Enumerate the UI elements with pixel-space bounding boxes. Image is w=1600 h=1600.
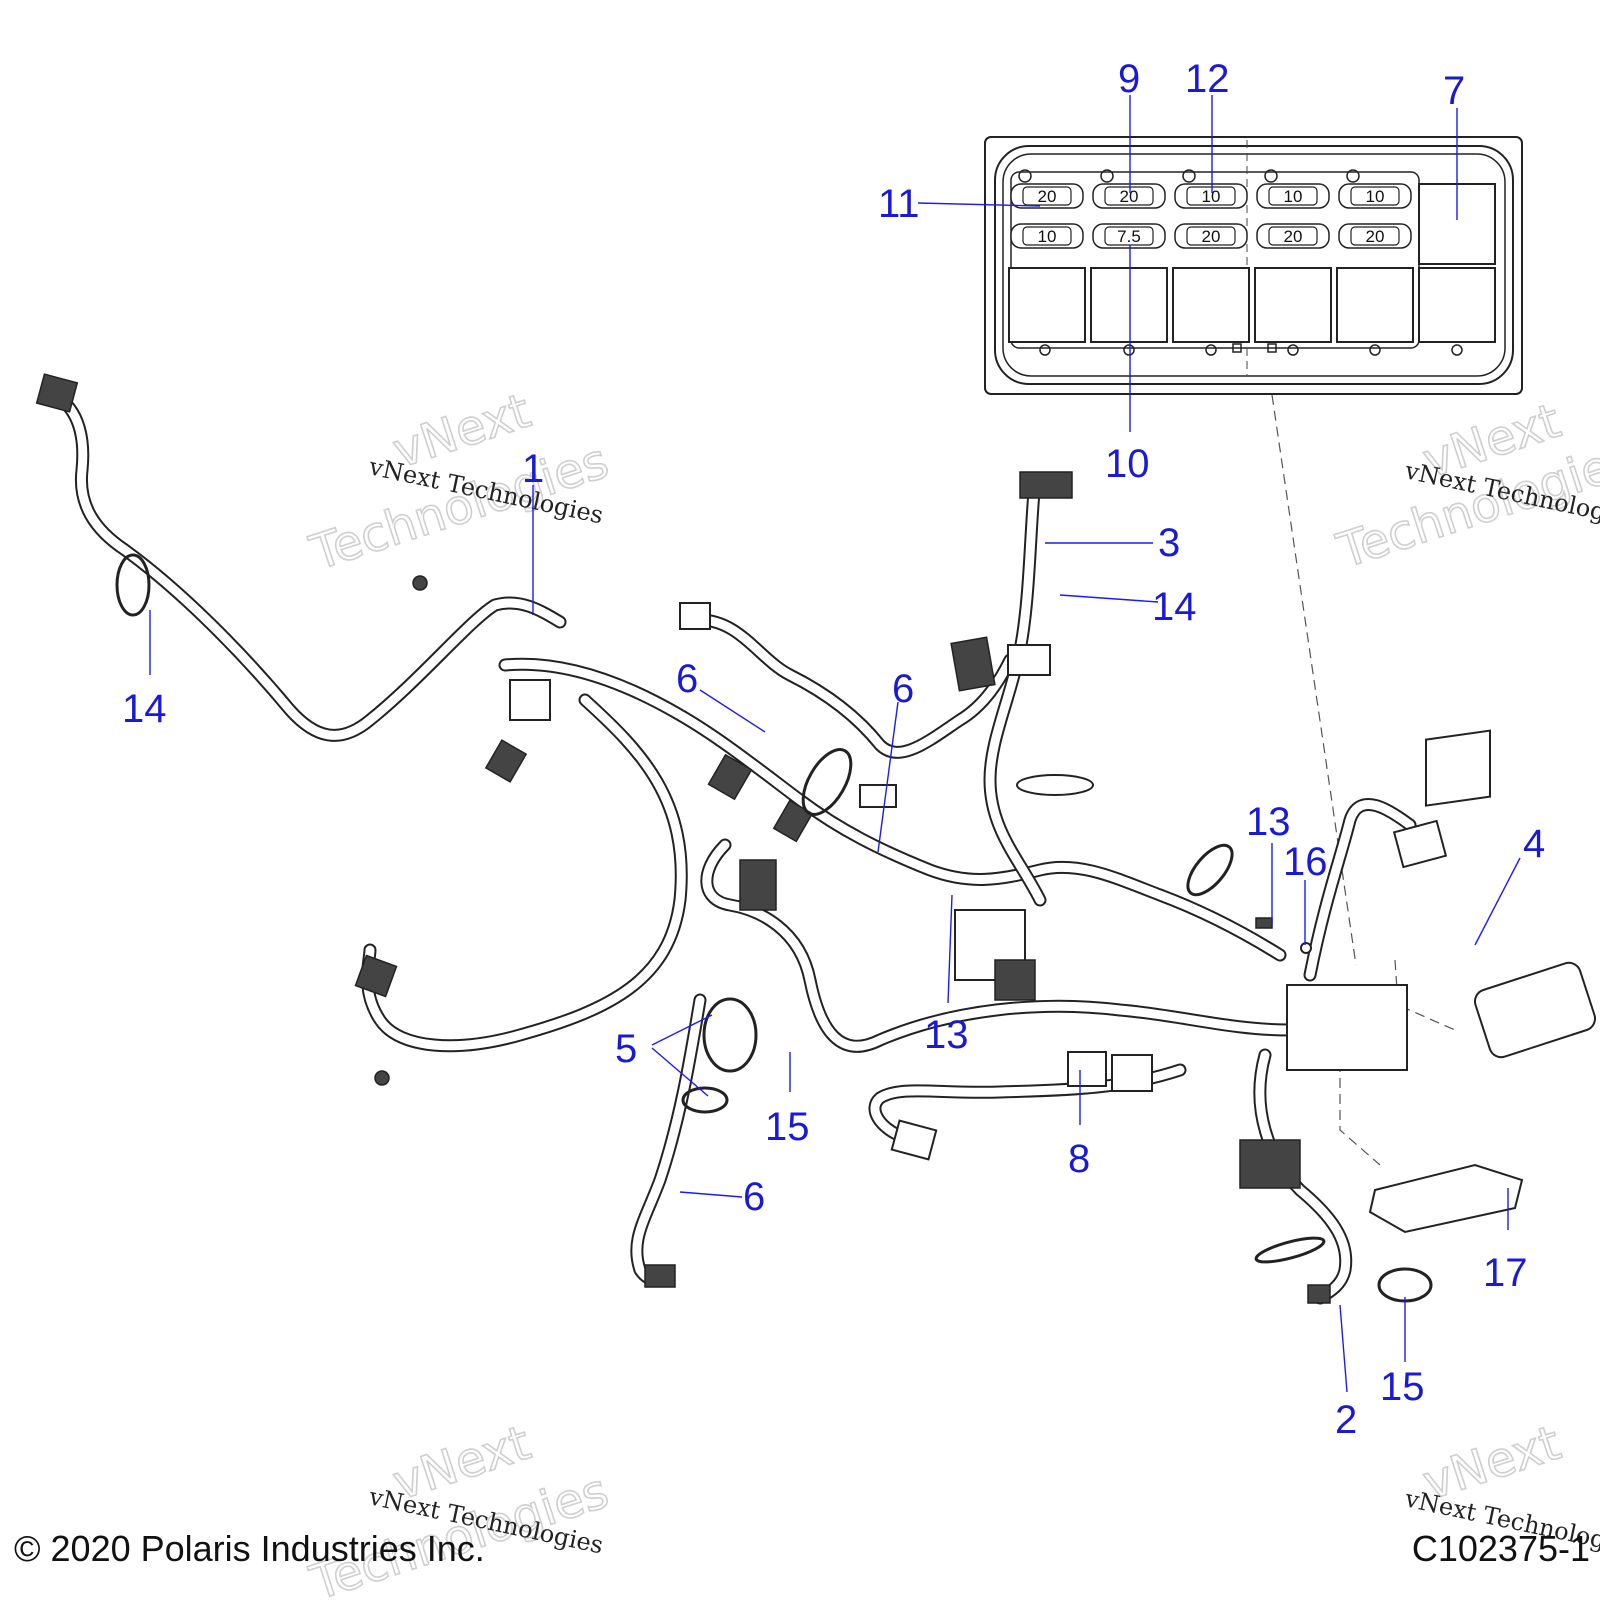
callout-labels: 9 12 7 11 10 1 3 14 14 6 6 13 16 4 13 5 …	[122, 57, 1545, 1442]
callout-15: 15	[1380, 1365, 1425, 1409]
callout-6: 6	[892, 667, 914, 711]
fuse	[1022, 226, 1072, 246]
watermark-top-left: vNext Technologies vNext Technologies	[303, 382, 616, 583]
copyright-notice: © 2020 Polaris Industries Inc.	[14, 1528, 485, 1569]
fuse	[1186, 186, 1236, 206]
fuse-rating-label: 10	[1038, 227, 1057, 246]
watermark-top-right: vNext Technologies vNext Technologies	[1330, 392, 1600, 581]
callout-7: 7	[1443, 69, 1465, 113]
fuse	[1350, 186, 1400, 206]
callout-2: 2	[1335, 1398, 1357, 1442]
fuse-box-detail: 20 20 10 10 10 10 7.5 20 20 20	[984, 136, 1523, 395]
callout-12: 12	[1185, 57, 1230, 101]
fuse-rating-label: 20	[1120, 187, 1139, 206]
fuse-rating-label: 10	[1366, 187, 1385, 206]
leader-lines	[149, 95, 1521, 1393]
fuse-rating-label: 10	[1284, 187, 1303, 206]
fuse-clip	[1100, 169, 1114, 183]
fuse-clip	[1264, 169, 1278, 183]
fuse	[1022, 186, 1072, 206]
fuse	[1350, 226, 1400, 246]
callout-5: 5	[615, 1027, 637, 1071]
fuse	[1268, 226, 1318, 246]
callout-4: 4	[1523, 822, 1545, 866]
fuse	[1268, 186, 1318, 206]
callout-11: 11	[878, 182, 920, 226]
relay-block-row	[1008, 183, 1496, 343]
callout-17: 17	[1483, 1251, 1528, 1295]
callout-6: 6	[676, 657, 698, 701]
fuse-rating-label: 20	[1038, 187, 1057, 206]
callout-16: 16	[1283, 840, 1328, 884]
drawing-number: C102375-1	[1411, 1528, 1590, 1569]
fuse	[1104, 226, 1154, 246]
callout-14: 14	[1152, 585, 1197, 629]
callout-3: 3	[1158, 521, 1180, 565]
callout-10: 10	[1105, 442, 1150, 486]
harness-fuse-box	[1286, 984, 1408, 1071]
callout-14: 14	[122, 687, 167, 731]
fuse-clip	[1182, 169, 1196, 183]
main-wiring-harness	[48, 388, 1417, 1305]
fuse-rating-label: 20	[1284, 227, 1303, 246]
fuse-row-bottom: 10 7.5 20 20 20	[1010, 223, 1412, 249]
fuse-clip	[1018, 169, 1032, 183]
harness-connectors	[35, 373, 1597, 1304]
callout-15: 15	[765, 1105, 810, 1149]
callout-9: 9	[1118, 57, 1140, 101]
watermark-bottom-left: vNext Technologies vNext Technologies	[303, 1414, 616, 1600]
fuse-rating-label: 7.5	[1117, 227, 1141, 246]
callout-8: 8	[1068, 1137, 1090, 1181]
callout-13: 13	[1246, 800, 1291, 844]
fuse-rating-label: 20	[1366, 227, 1385, 246]
fuse-rating-label: 10	[1202, 187, 1221, 206]
callout-1: 1	[522, 447, 544, 491]
callout-6: 6	[743, 1175, 765, 1219]
callout-13: 13	[924, 1013, 969, 1057]
fuse-clip	[1346, 169, 1360, 183]
fuse	[1186, 226, 1236, 246]
fuse-row-top: 20 20 10 10 10	[1010, 169, 1412, 209]
fuse-rating-label: 20	[1202, 227, 1221, 246]
fuse	[1104, 186, 1154, 206]
